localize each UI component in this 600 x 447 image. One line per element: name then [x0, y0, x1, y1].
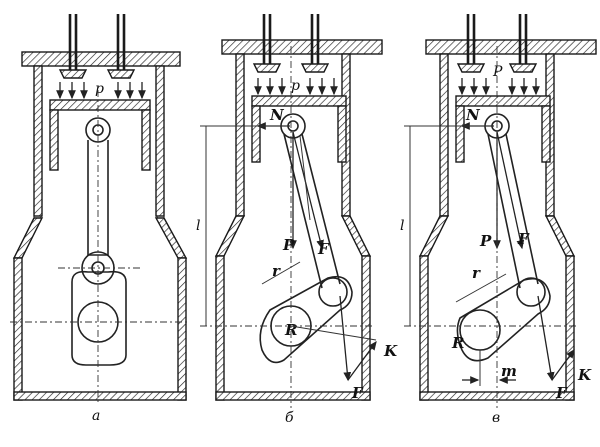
diagram-b: p N P F l r R: [196, 14, 398, 426]
force-F-bottom-arrow: [537, 295, 555, 382]
label-F1: F: [317, 240, 330, 258]
label-F2: F: [351, 384, 364, 402]
crank-web: [456, 277, 551, 362]
caption-c: в: [492, 410, 500, 426]
crank-web: [259, 275, 353, 364]
label-F1: F: [517, 230, 530, 248]
label-N: N: [465, 106, 481, 124]
exhaust-valve: [106, 14, 136, 79]
label-K: K: [383, 342, 398, 360]
pressure-arrows: [254, 78, 338, 96]
label-r: r: [272, 262, 281, 280]
label-l: l: [400, 218, 404, 234]
piston-crown: [251, 95, 347, 107]
label-R: R: [451, 334, 464, 352]
label-K: K: [577, 366, 592, 384]
label-m: m: [501, 362, 517, 380]
intake-valve: [456, 14, 486, 73]
piston-crown: [455, 95, 551, 107]
pressure-arrows: [56, 82, 146, 100]
force-F-bottom-arrow: [339, 295, 352, 382]
connecting-rod: [484, 113, 546, 307]
intake-valve: [252, 14, 282, 73]
exhaust-valve: [508, 14, 538, 73]
label-pressure: p: [95, 81, 104, 97]
label-P: P: [479, 232, 492, 250]
label-pressure: P: [492, 64, 503, 80]
caption-a: а: [92, 408, 100, 424]
cylinder-head: [221, 39, 383, 55]
diagram-c: P N P F l r R m K F в: [400, 14, 597, 426]
label-l: l: [196, 218, 200, 234]
force-K-arrow: [347, 340, 377, 381]
intake-valve: [58, 14, 88, 79]
piston-crown: [49, 99, 151, 111]
cylinder-head: [425, 39, 597, 55]
label-F2: F: [555, 384, 568, 402]
label-pressure: p: [291, 78, 300, 94]
caption-b: б: [285, 410, 294, 426]
pressure-arrows: [458, 78, 540, 96]
label-R: R: [284, 321, 297, 339]
label-P: P: [282, 236, 295, 254]
label-N: N: [269, 106, 285, 124]
label-r: r: [472, 264, 481, 282]
diagram-a: p а: [10, 14, 190, 424]
exhaust-valve: [300, 14, 330, 73]
main-journal: [459, 309, 501, 351]
force-F-arrow: [496, 131, 525, 250]
crank-web: [71, 270, 127, 366]
force-K-arrow: [551, 348, 575, 381]
force-F-arrow: [292, 131, 324, 250]
cylinder-head: [21, 51, 181, 67]
